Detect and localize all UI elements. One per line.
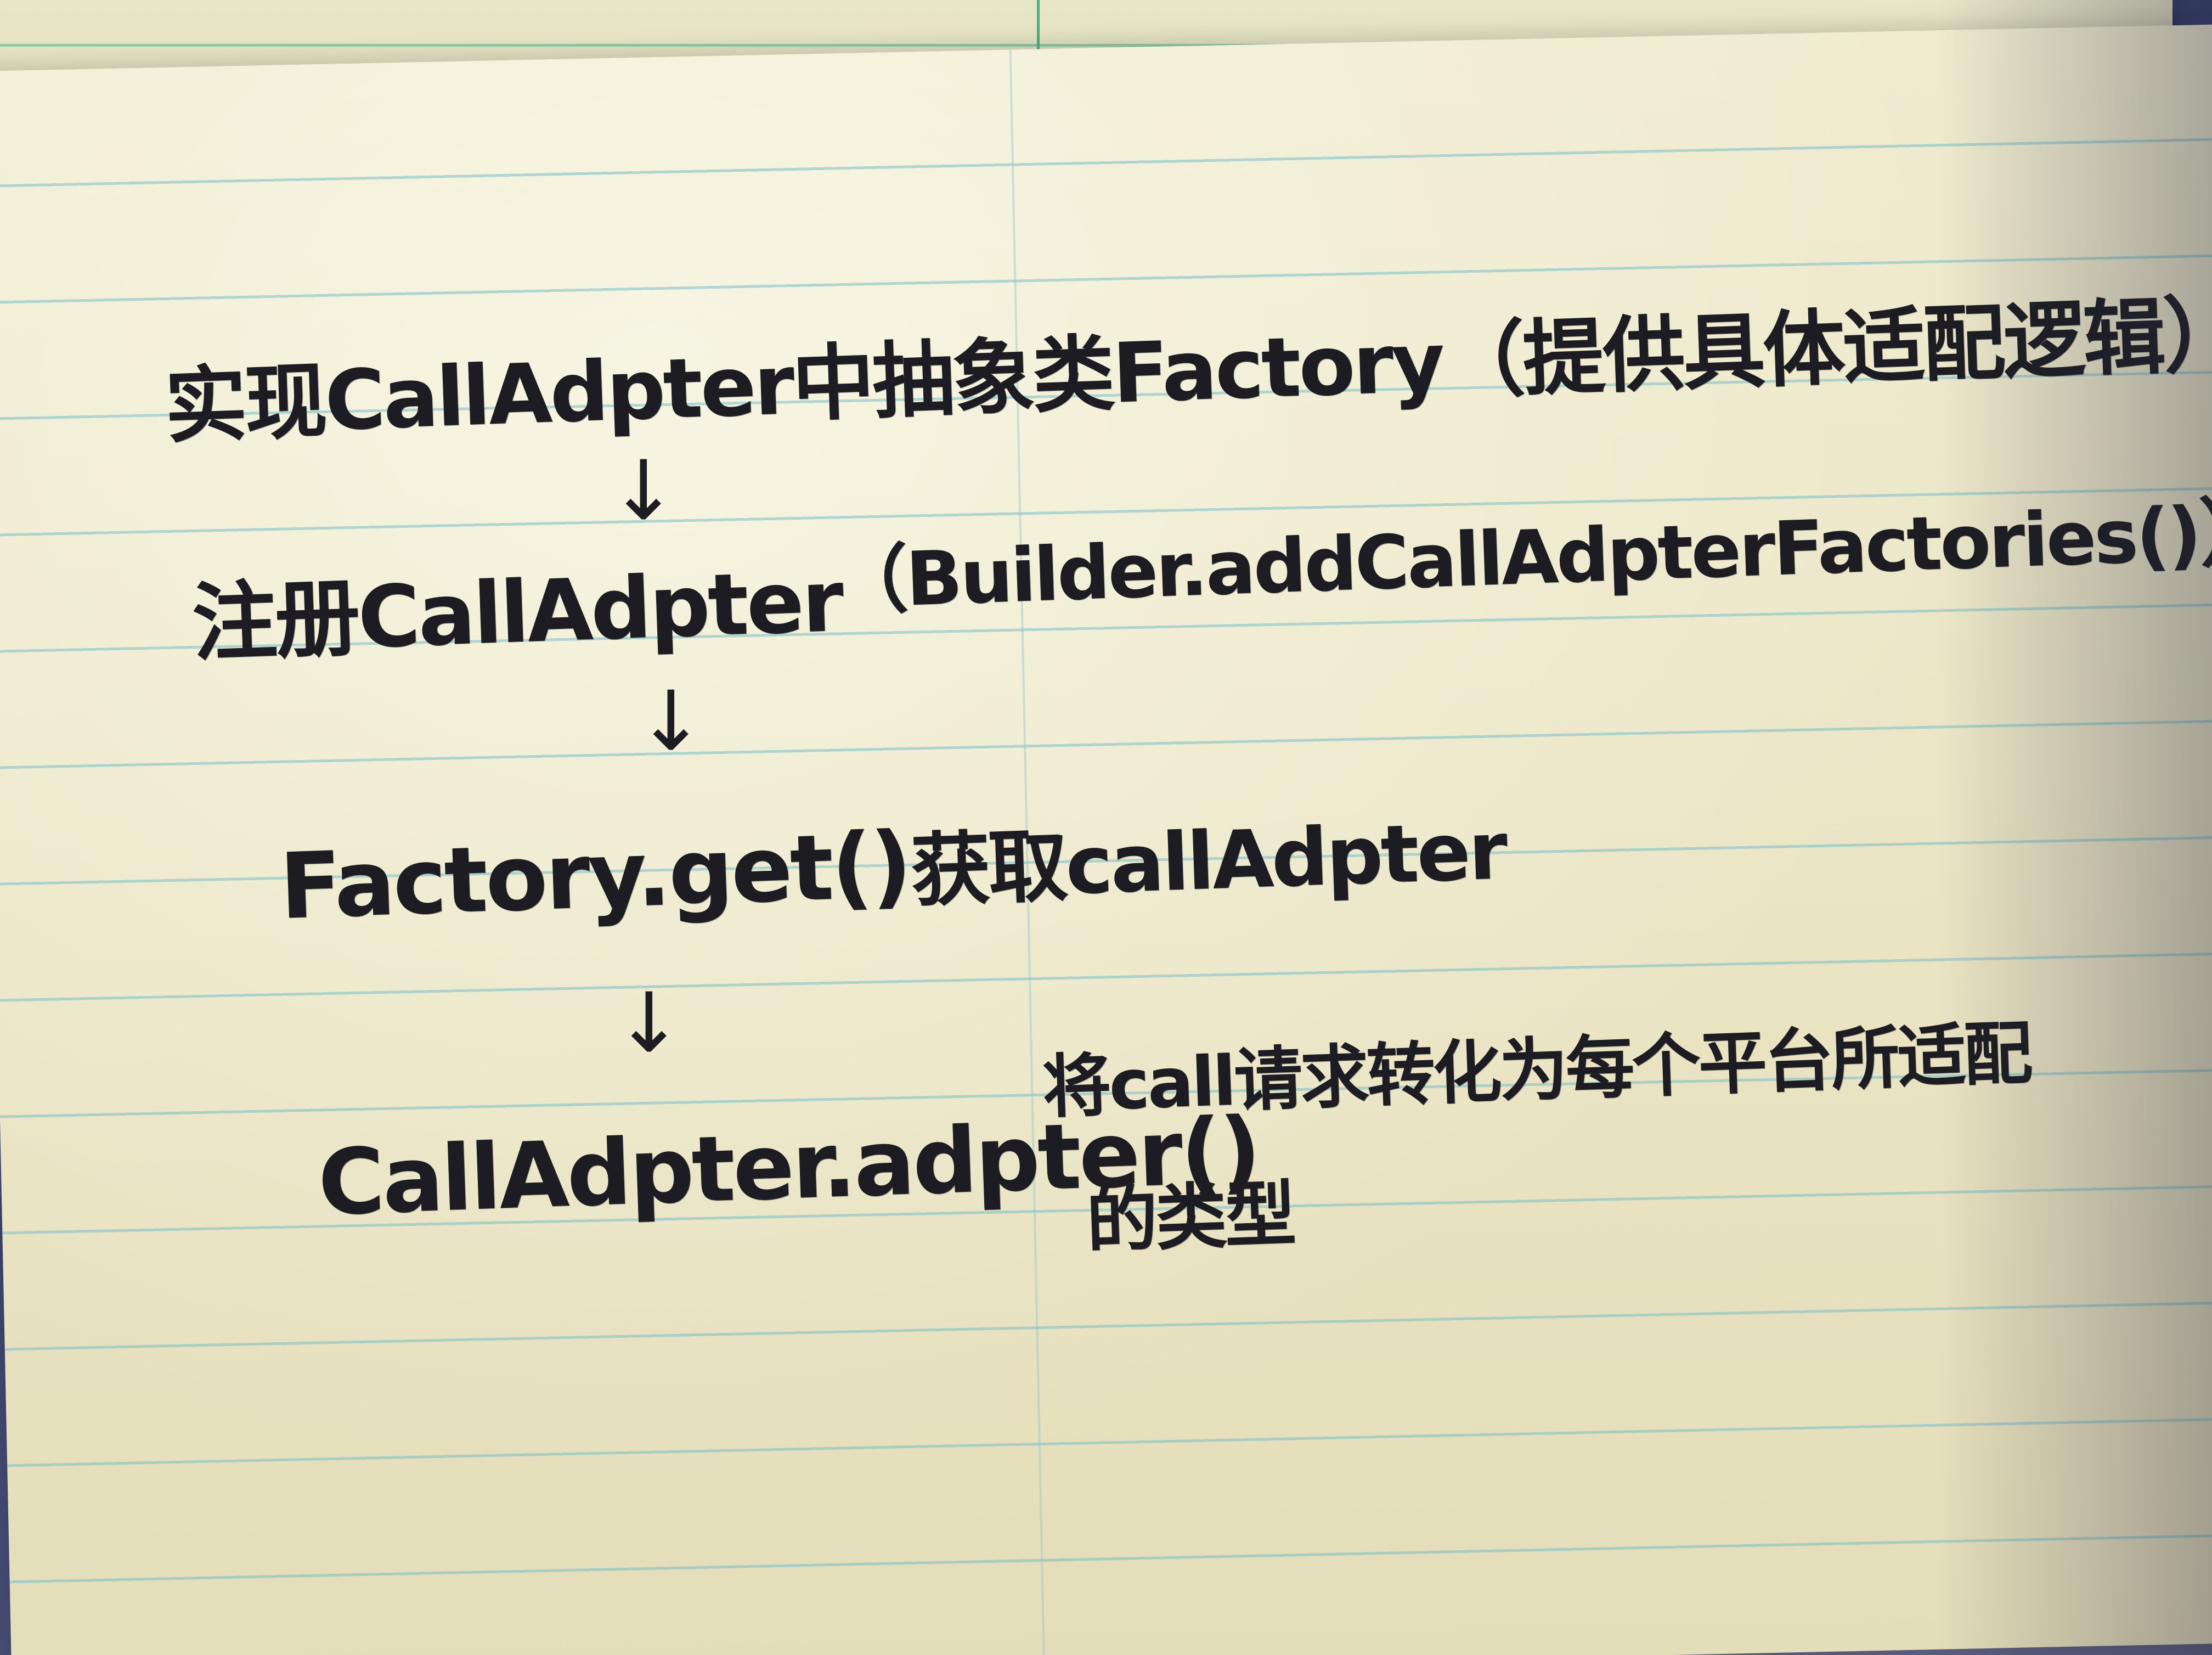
note-convert-call: 将call请求转化为每个平台所适配 bbox=[1041, 1014, 2032, 1128]
note-step-implement-factory: 实现CallAdpter中抽象类Factory（提供具体适配逻辑） bbox=[163, 286, 2212, 455]
back-page-margin-line bbox=[1037, 0, 1040, 66]
down-arrow-icon: ↓ bbox=[636, 674, 706, 769]
down-arrow-icon: ↓ bbox=[609, 443, 678, 539]
note-builder-method: （Builder.addCallAdpterFactories()） bbox=[832, 488, 2212, 625]
note-step-factory-get: Factory.get() bbox=[278, 812, 912, 939]
note-convert-call-continued: 的类型 bbox=[1085, 1172, 1295, 1263]
note-get-calladapter: 获取callAdpter bbox=[909, 804, 1507, 918]
down-arrow-icon: ↓ bbox=[614, 976, 684, 1071]
back-page-rule-line bbox=[0, 44, 2172, 47]
note-step-register-calladapter: 注册CallAdpter bbox=[190, 551, 844, 673]
